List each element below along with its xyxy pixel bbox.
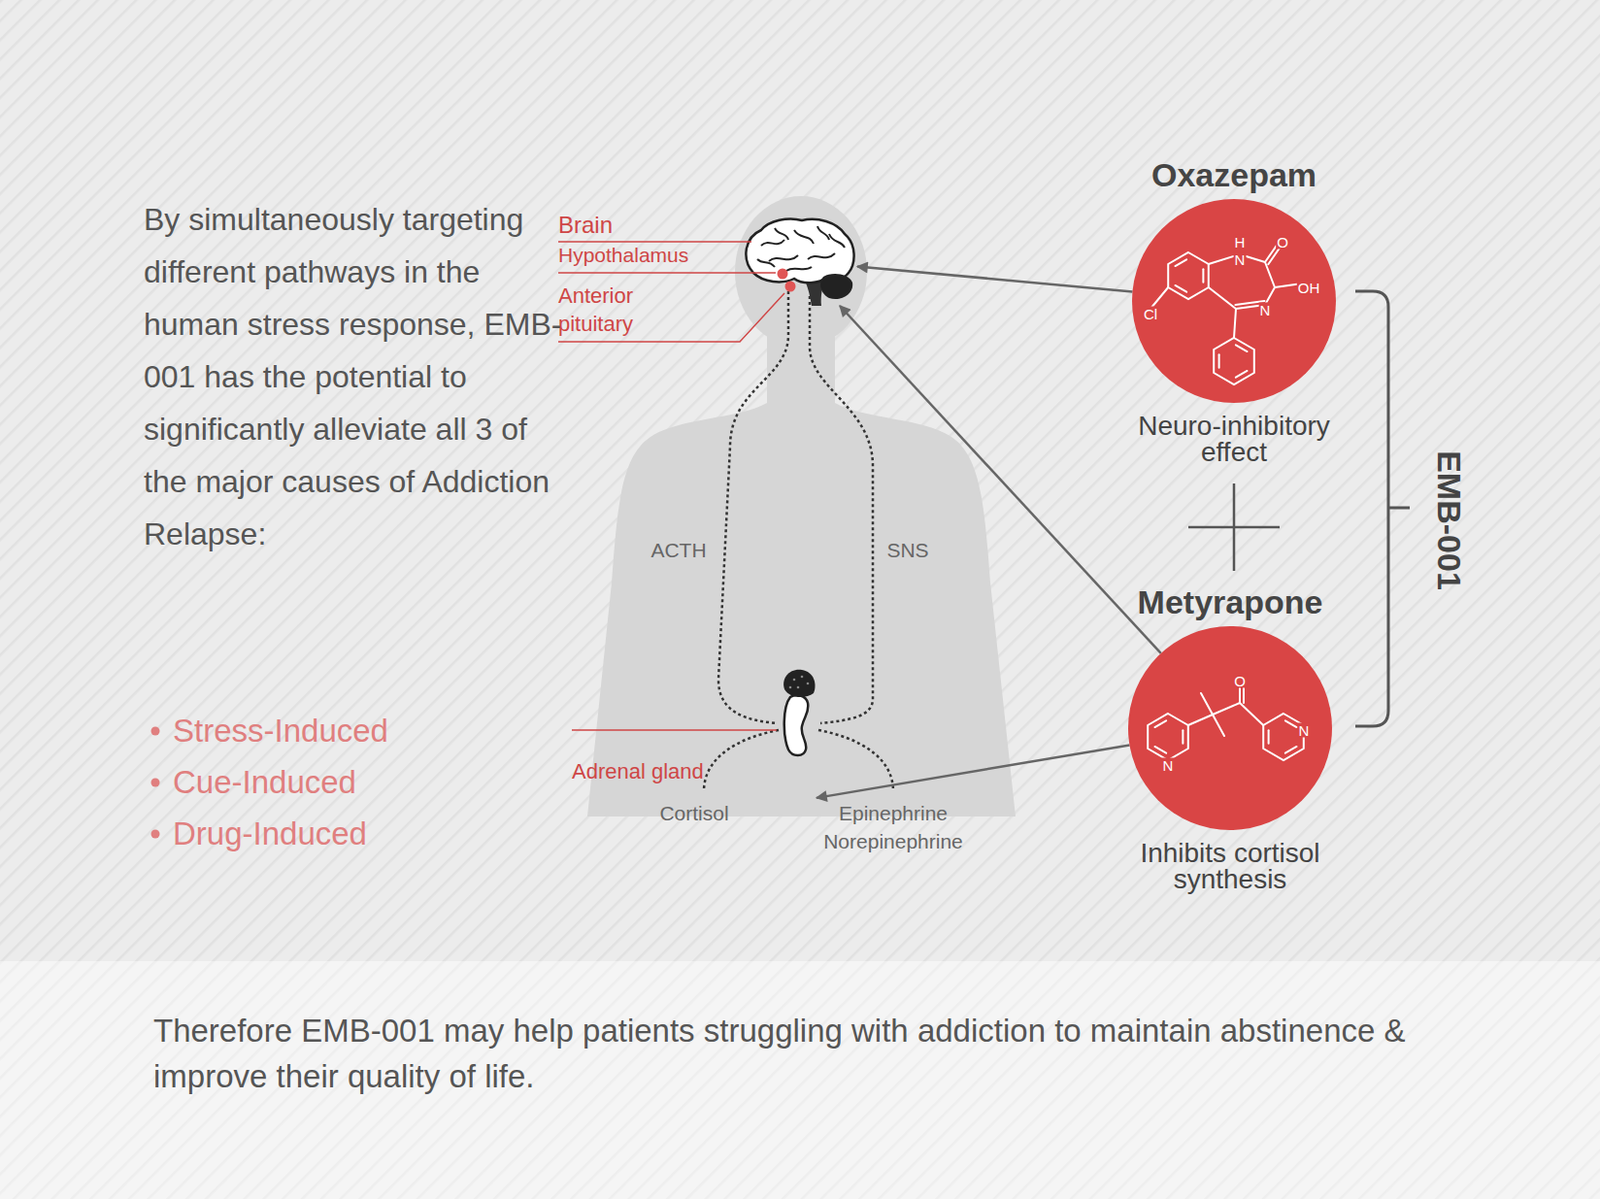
text-label: Drug-Induced: [172, 814, 367, 854]
ring-double-bond: [1285, 720, 1298, 728]
drug-circle: MetyraponeInhibits cortisol synthesis: [1084, 577, 1376, 893]
atom-label: N: [1298, 723, 1311, 738]
drug-name: Oxazepam: [1151, 150, 1317, 200]
bond: [1239, 702, 1264, 726]
leader-lines: [558, 241, 785, 731]
hypothalamus-dot: [777, 268, 789, 280]
bond: [1188, 714, 1213, 726]
drug-effect: Inhibits cortisol synthesis: [1099, 839, 1362, 893]
structure-bonds: [1147, 675, 1304, 761]
ring-double-bond: [1285, 746, 1298, 754]
drug-name: Metyrapone: [1137, 577, 1324, 627]
circle-shape: [1132, 199, 1336, 403]
text-label: Stress-Induced: [172, 711, 389, 751]
circle-fill: [1128, 626, 1333, 831]
text-label: Cortisol: [659, 800, 729, 827]
text-label: Norepinephrine: [823, 829, 964, 855]
ring: [1213, 337, 1255, 385]
plus-sign: [1188, 483, 1280, 571]
bond: [1265, 262, 1275, 288]
atom-label: Cl: [1142, 306, 1159, 322]
atom-label: N: [1162, 758, 1175, 773]
pituitary-dot: [785, 281, 797, 293]
text-label: SNS: [886, 537, 929, 564]
arrow-connector: [816, 744, 1130, 798]
part-label: Adrenal gland: [571, 757, 708, 786]
text-label: Anterior pituitary: [558, 281, 685, 338]
bond: [1233, 308, 1236, 338]
brain-drawing: [745, 218, 854, 306]
ring: [1147, 713, 1189, 761]
molecule: [1147, 675, 1304, 761]
text-label: ACTH: [650, 537, 706, 564]
molecule: [1150, 236, 1309, 385]
bond: [1200, 693, 1213, 715]
ring-double-bond: [1267, 730, 1270, 743]
caption-band: [0, 961, 1600, 1199]
part-label: Brain: [558, 212, 714, 238]
body-part: Brain: [739, 216, 858, 306]
ring-double-bond: [1235, 344, 1248, 352]
circle-wrap: [1132, 199, 1336, 403]
atom-label: N: [1259, 302, 1272, 318]
ring-double-bond: [1154, 746, 1167, 754]
text-label: Cue-Induced: [172, 763, 357, 802]
arrow-connector: [839, 305, 1162, 654]
atom-label: OH: [1297, 280, 1322, 296]
ring-double-bond: [1174, 259, 1187, 267]
bond: [1212, 702, 1240, 715]
structure-bonds: [1150, 236, 1309, 385]
bond: [1208, 287, 1236, 309]
bullet-dots: [151, 727, 161, 839]
ring-double-bond: [1154, 720, 1167, 728]
ring-double-bond: [1235, 370, 1248, 378]
bond: [1212, 714, 1225, 736]
text-label: Epinephrine: [838, 800, 948, 827]
text-label: EMB-001: [1430, 450, 1468, 591]
drug-effect: Neuro-inhibitory effect: [1102, 412, 1366, 466]
body-part: Adrenal gland: [780, 757, 817, 845]
background: [0, 0, 1600, 962]
caption: Therefore EMB-001 may help patients stru…: [153, 1007, 1494, 1100]
text-label: Hypothalamus: [558, 242, 689, 268]
bracket: [1355, 291, 1410, 727]
ring-double-bond: [1174, 285, 1187, 293]
atom-label: H: [1233, 234, 1247, 250]
hormone-pathways: [703, 291, 894, 792]
body-silhouette: [587, 196, 1016, 817]
arrow-connector: [857, 266, 1133, 293]
ring-double-bond: [1181, 730, 1184, 743]
ring-double-bond: [1201, 268, 1204, 282]
ring-double-bond: [1218, 354, 1221, 367]
drug-circle: OxazepamNeuro-inhibitory effect: [1088, 150, 1380, 466]
ring: [1167, 252, 1209, 300]
circle-fill: [1132, 199, 1336, 403]
atom-label: N: [1233, 252, 1247, 267]
adrenal-drawing: [783, 669, 815, 756]
text-label: By simultaneously targeting different pa…: [143, 193, 571, 561]
atom-label: O: [1233, 673, 1247, 689]
atom-label: O: [1275, 234, 1290, 250]
